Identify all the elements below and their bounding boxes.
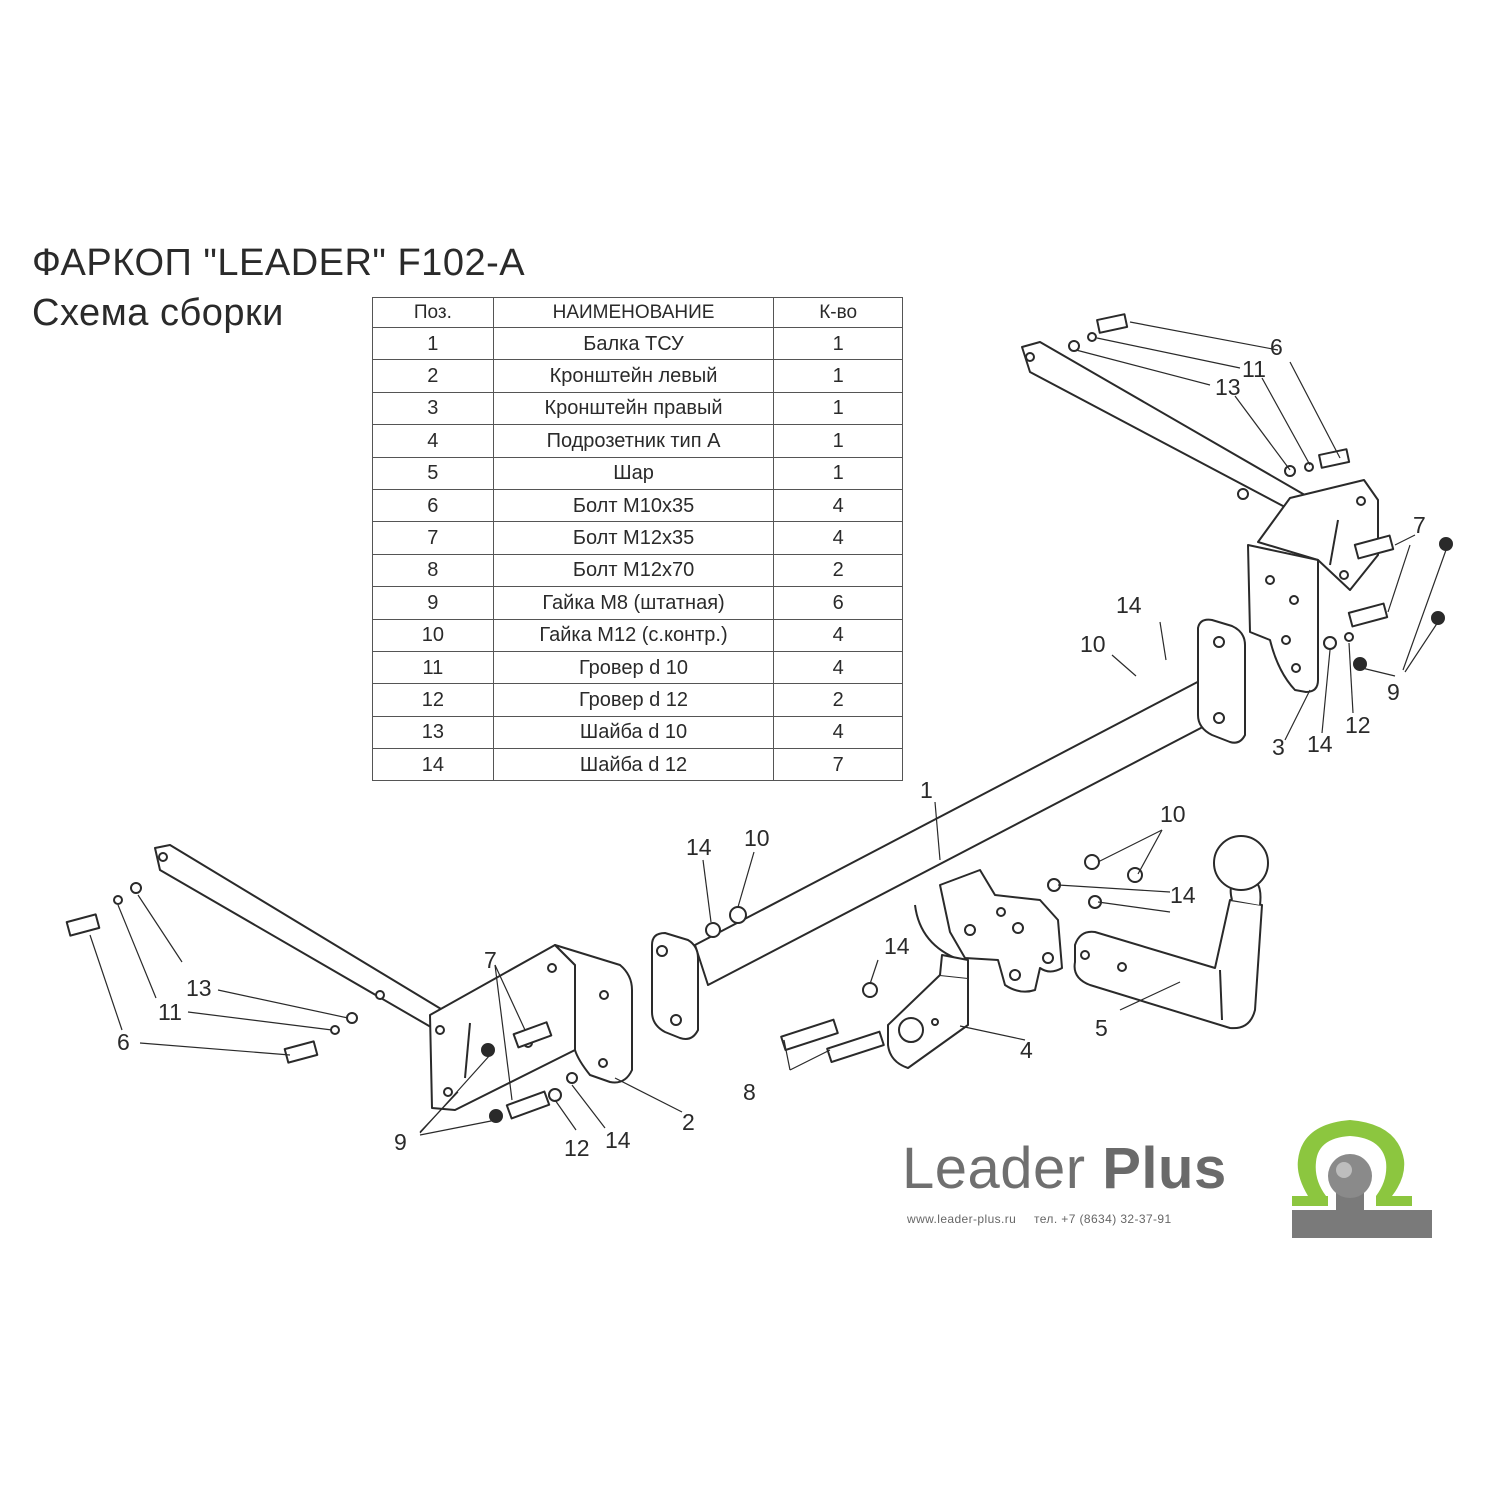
- callout-14: 14: [686, 834, 712, 860]
- callout-labels: 6 11 13 7 9 14 10 3 14 12 1 10 14 5 4 14…: [117, 334, 1426, 1161]
- callout-14: 14: [1170, 882, 1196, 908]
- cell-name: Подрозетник тип А: [492, 424, 775, 458]
- callout-14: 14: [605, 1127, 631, 1153]
- tow-ball: [1047, 835, 1269, 1030]
- cell-name: Шайба d 12: [492, 748, 775, 782]
- cell-position: 4: [372, 424, 494, 458]
- cell-name: Балка ТСУ: [492, 326, 775, 361]
- cell-quantity: 4: [773, 715, 903, 750]
- callout-13: 13: [1215, 374, 1241, 400]
- callout-10: 10: [744, 825, 770, 851]
- cell-position: 14: [372, 748, 494, 782]
- leader-lines: [89, 321, 1447, 1136]
- cell-name: Шар: [492, 456, 775, 490]
- callout-4: 4: [1020, 1037, 1033, 1063]
- brand-name-bold: Plus: [1102, 1136, 1227, 1201]
- cell-position: 5: [372, 456, 494, 490]
- parts-table-header: Поз. НАИМЕНОВАНИЕ К-во: [372, 297, 903, 328]
- brand-name: Leader Plus: [902, 1140, 1227, 1198]
- cell-quantity: 1: [773, 456, 903, 490]
- callout-3: 3: [1272, 734, 1285, 760]
- cell-position: 2: [372, 359, 494, 393]
- cell-name: Гровер d 12: [492, 683, 775, 717]
- brand-website: www.leader-plus.ru: [907, 1212, 1017, 1226]
- cell-name: Болт М10х35: [492, 488, 775, 523]
- cell-position: 3: [372, 391, 494, 426]
- cell-quantity: 1: [773, 359, 903, 393]
- callout-12: 12: [564, 1135, 590, 1161]
- header-quantity: К-во: [773, 297, 903, 328]
- brand-name-regular: Leader: [902, 1136, 1086, 1201]
- brand-phone: тел. +7 (8634) 32-37-91: [1033, 1212, 1172, 1226]
- drawing-title: ФАРКОП "LEADER" F102-A: [32, 242, 526, 284]
- callout-5: 5: [1095, 1015, 1108, 1041]
- callout-14: 14: [1116, 592, 1142, 618]
- cell-quantity: 1: [773, 424, 903, 458]
- callout-12: 12: [1345, 712, 1371, 738]
- left-bracket: [65, 844, 747, 1123]
- callout-10: 10: [1160, 801, 1186, 827]
- callout-10: 10: [1080, 631, 1106, 657]
- cell-position: 8: [372, 553, 494, 588]
- brand-contacts: www.leader-plus.ru тел. +7 (8634) 32-37-…: [907, 1212, 1186, 1226]
- socket-plate: [780, 954, 969, 1069]
- callout-7: 7: [1413, 512, 1426, 538]
- cell-name: Болт М12х35: [492, 521, 775, 555]
- callout-14: 14: [884, 933, 910, 959]
- drawing-subtitle: Схема сборки: [32, 292, 284, 334]
- right-bracket: [1021, 313, 1453, 693]
- callout-11: 11: [1242, 356, 1266, 382]
- cell-name: Болт М12х70: [492, 553, 775, 588]
- callout-2: 2: [682, 1109, 695, 1135]
- cell-position: 7: [372, 521, 494, 555]
- cell-quantity: 4: [773, 521, 903, 555]
- leader-plus-logo-icon: [1292, 1120, 1432, 1238]
- callout-9: 9: [394, 1129, 407, 1155]
- cell-position: 10: [372, 618, 494, 652]
- cell-position: 13: [372, 715, 494, 750]
- callout-1: 1: [920, 777, 933, 803]
- cell-position: 11: [372, 650, 494, 685]
- cell-quantity: 7: [773, 748, 903, 782]
- cell-quantity: 4: [773, 618, 903, 652]
- callout-7: 7: [484, 947, 497, 973]
- cell-quantity: 2: [773, 553, 903, 588]
- main-beam: [651, 618, 1246, 1040]
- callout-13: 13: [186, 975, 212, 1001]
- callout-6: 6: [1270, 334, 1283, 360]
- callout-6: 6: [117, 1029, 130, 1055]
- cell-name: Гайка М12 (с.контр.): [492, 618, 775, 652]
- cell-position: 6: [372, 488, 494, 523]
- callout-9: 9: [1387, 679, 1400, 705]
- callout-8: 8: [743, 1079, 756, 1105]
- callout-14: 14: [1307, 731, 1333, 757]
- header-position: Поз.: [372, 297, 494, 328]
- cell-name: Шайба d 10: [492, 715, 775, 750]
- cell-name: Гайка М8 (штатная): [492, 586, 775, 620]
- cell-quantity: 1: [773, 326, 903, 361]
- callout-11: 11: [158, 999, 182, 1025]
